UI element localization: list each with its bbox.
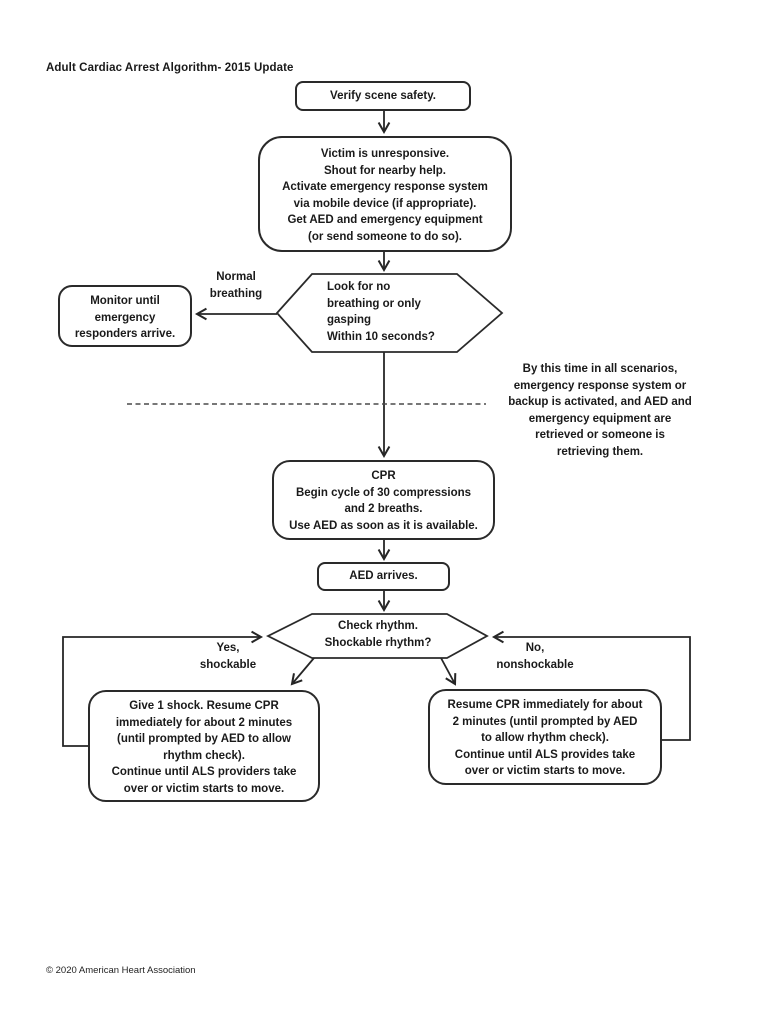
edge-label-yes-shockable: Yes, shockable bbox=[185, 640, 271, 673]
node-text-line: Resume CPR immediately for about bbox=[447, 699, 643, 711]
node-text-line: Monitor until bbox=[90, 295, 160, 307]
node-text-line: Within 10 seconds? bbox=[327, 330, 435, 343]
node-text-line: Continue until ALS providers take bbox=[111, 766, 297, 778]
copyright-footer: © 2020 American Heart Association bbox=[46, 965, 196, 976]
node-text-line: gasping bbox=[327, 314, 372, 326]
node-give-shock-resume-cpr: Give 1 shock. Resume CPR immediately for… bbox=[88, 690, 320, 802]
note-text-line: backup is activated, and AED and bbox=[508, 396, 692, 408]
node-text-line: Look for no bbox=[327, 281, 391, 293]
node-text-line: (or send someone to do so). bbox=[308, 230, 462, 243]
node-resume-cpr-nonshockable: Resume CPR immediately for about 2 minut… bbox=[428, 689, 662, 785]
node-text-line: breathing or only bbox=[327, 297, 421, 310]
node-text-line: via mobile device (if appropriate). bbox=[293, 197, 477, 210]
node-text-line: rhythm check). bbox=[163, 749, 245, 762]
note-text-line: By this time in all scenarios, bbox=[522, 363, 678, 375]
node-text-line: (until prompted by AED to allow bbox=[117, 733, 291, 745]
check-rhythm-hexagon bbox=[265, 613, 489, 659]
node-text-line: responders arrive. bbox=[74, 328, 176, 340]
note-text-line: retrieving them. bbox=[556, 445, 644, 458]
breathing-check-hexagon bbox=[275, 273, 504, 353]
node-victim-unresponsive: Victim is unresponsive. Shout for nearby… bbox=[258, 136, 512, 252]
label-text-line: nonshockable bbox=[496, 658, 574, 671]
node-text-line: Victim is unresponsive. bbox=[320, 148, 450, 160]
note-text-line: emergency equipment are bbox=[528, 412, 672, 425]
edge-label-normal-breathing: Normal breathing bbox=[193, 269, 279, 302]
node-monitor-until-responders: Monitor until emergency responders arriv… bbox=[58, 285, 192, 347]
node-text-line: and 2 breaths. bbox=[344, 503, 423, 515]
node-aed-arrives: AED arrives. bbox=[317, 562, 450, 591]
page-title: Adult Cardiac Arrest Algorithm- 2015 Upd… bbox=[46, 62, 294, 74]
node-text-line: Continue until ALS provides take bbox=[454, 748, 636, 761]
node-check-rhythm-text: Check rhythm. Shockable rhythm? bbox=[292, 618, 464, 651]
edge-label-no-nonshockable: No, nonshockable bbox=[492, 640, 578, 673]
note-text-line: emergency response system or bbox=[513, 379, 687, 392]
node-text-line: emergency bbox=[94, 311, 156, 324]
node-text-line: Give 1 shock. Resume CPR bbox=[129, 700, 279, 712]
label-text-line: shockable bbox=[199, 658, 257, 671]
node-text-line: CPR bbox=[371, 470, 396, 482]
label-text-line: Normal bbox=[216, 271, 256, 283]
note-text-line: retrieved or someone is bbox=[535, 429, 665, 441]
node-text-line: Check rhythm. bbox=[338, 620, 418, 632]
node-text-line: 2 minutes (until prompted by AED bbox=[452, 715, 638, 728]
label-text-line: breathing bbox=[209, 287, 263, 300]
node-text-line: AED arrives. bbox=[349, 570, 418, 583]
node-text-line: Verify scene safety. bbox=[330, 89, 436, 102]
label-text-line: Yes, bbox=[216, 642, 240, 654]
node-text-line: Use AED as soon as it is available. bbox=[289, 519, 478, 532]
loop-shockable-back-to-check-rhythm bbox=[62, 630, 264, 747]
side-note-scenarios: By this time in all scenarios, emergency… bbox=[500, 361, 700, 460]
node-text-line: immediately for about 2 minutes bbox=[115, 716, 293, 729]
node-breathing-check-text: Look for no breathing or only gasping Wi… bbox=[327, 279, 477, 345]
node-cpr-begin-cycle: CPR Begin cycle of 30 compressions and 2… bbox=[272, 460, 495, 540]
arrow-check-rhythm-to-shockable bbox=[290, 657, 315, 686]
node-text-line: Shout for nearby help. bbox=[323, 164, 447, 177]
node-text-line: over or victim starts to move. bbox=[464, 765, 626, 777]
node-verify-scene-safety: Verify scene safety. bbox=[295, 81, 471, 111]
node-text-line: Begin cycle of 30 compressions bbox=[295, 486, 472, 499]
arrow-check-rhythm-to-nonshockable bbox=[440, 657, 457, 686]
node-text-line: over or victim starts to move. bbox=[123, 782, 285, 795]
node-text-line: Shockable rhythm? bbox=[324, 636, 432, 649]
loop-nonshockable-back-to-check-rhythm bbox=[491, 630, 691, 741]
node-text-line: Get AED and emergency equipment bbox=[287, 214, 483, 226]
node-text-line: to allow rhythm check). bbox=[481, 732, 609, 744]
label-text-line: No, bbox=[525, 642, 545, 654]
node-text-line: Activate emergency response system bbox=[282, 181, 488, 193]
